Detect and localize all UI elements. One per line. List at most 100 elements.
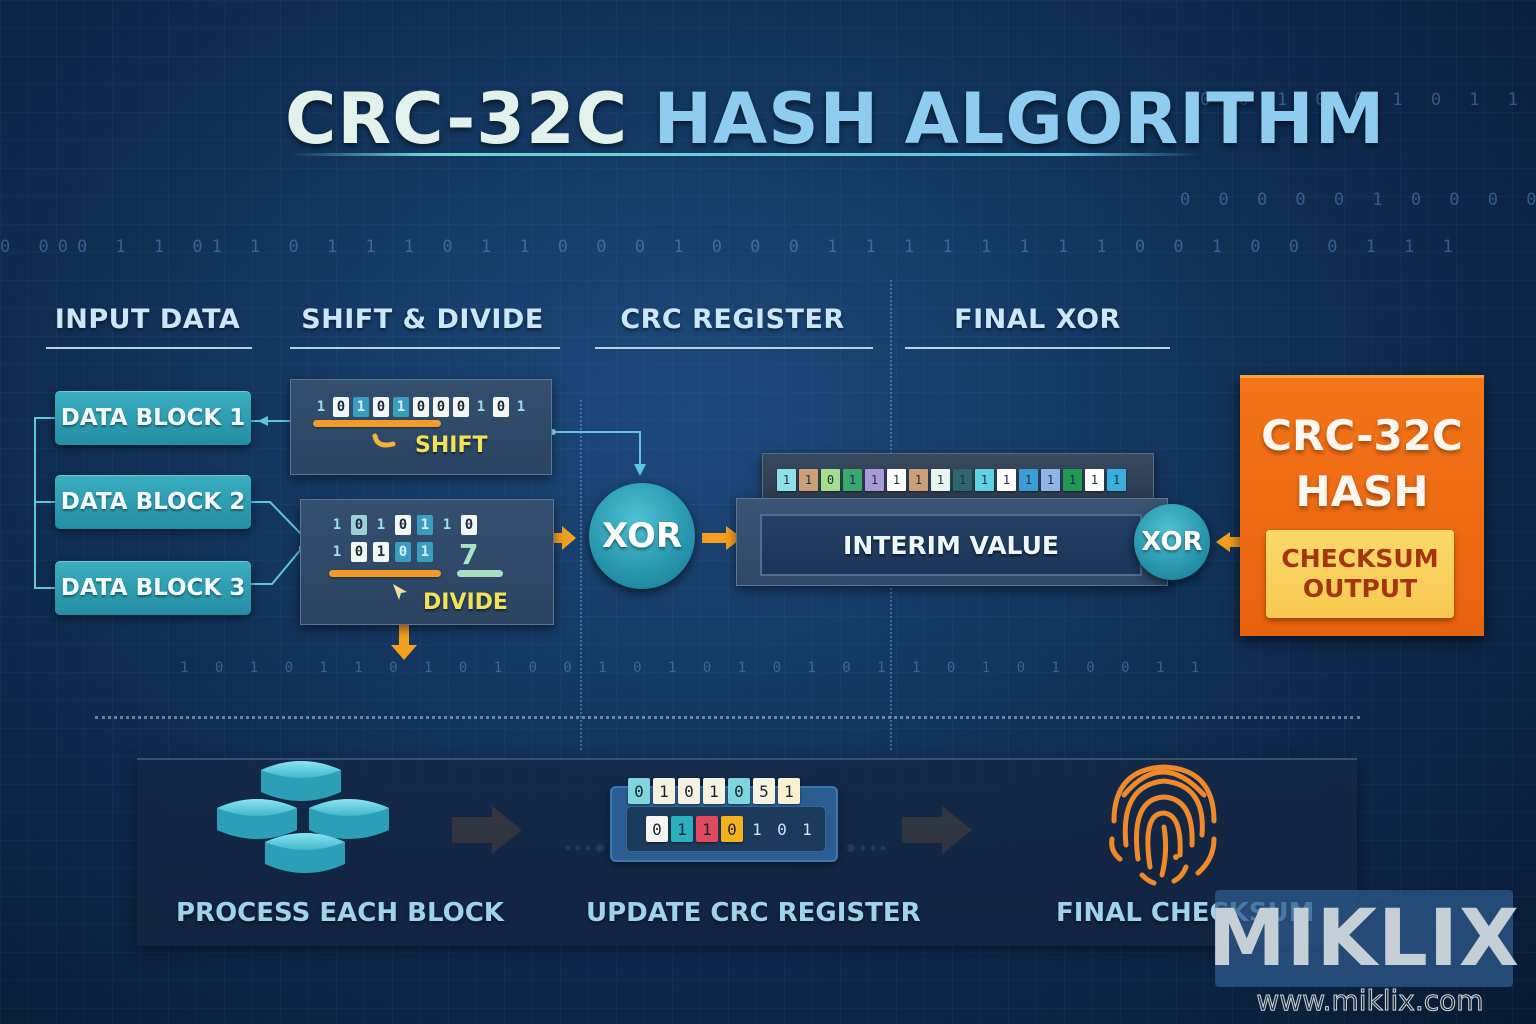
divide-label: DIVIDE [423,590,508,615]
data-block-3[interactable]: DATA BLOCK 3 [55,561,251,615]
block3-to-divide-line [245,547,303,585]
checksum-line1: CHECKSUM [1281,544,1439,573]
register-tile: 0 [628,778,650,804]
register-cell: 1 [997,469,1016,491]
register-tile: 1 [671,816,693,842]
register-cell: 1 [1107,469,1126,491]
section-divider [95,716,1360,719]
title-part2: HASH ALGORITHM [653,78,1386,160]
bit-cell: 1 [417,542,433,562]
column-rule [905,347,1170,349]
hash-title-line2: HASH [1295,467,1429,516]
bit-cell: 1 [332,544,342,560]
shift-to-xor-line [553,431,641,470]
bit-cell: 1 [516,399,526,415]
arrow-right-icon [702,526,742,550]
bit-cell: 0 [373,397,389,417]
title-underline [290,153,1200,156]
register-cell: 1 [975,469,994,491]
bit-cell: 1 [393,397,409,417]
fingerprint-icon [1109,764,1217,886]
interim-value-label: INTERIM VALUE [843,530,1059,560]
register-cell: 1 [1063,469,1082,491]
background-binary: 0 0 1 0 0 1 0 1 1 1 0 1 0 0 1 1 1 0 1 [1200,90,1536,110]
shift-label: SHIFT [415,433,488,458]
bit-cell: 1 [476,399,486,415]
interim-value-box: INTERIM VALUE [760,514,1142,576]
register-cell: 1 [799,469,818,491]
register-tile: 0 [721,816,743,842]
hash-title-line1: CRC-32C [1261,411,1463,460]
step-label-update: UPDATE CRC REGISTER [586,898,921,928]
register-tile: 1 [802,819,812,839]
data-block-2[interactable]: DATA BLOCK 2 [55,475,251,529]
register-tile: 0 [678,778,700,804]
bit-cell: 0 [453,397,469,417]
bit-cell: 1 [373,542,389,562]
register-cell: 1 [931,469,950,491]
data-block-1[interactable]: DATA BLOCK 1 [55,391,251,445]
curved-arrow-icon [372,433,396,448]
bit-cell: 0 [351,542,367,562]
divide-bar [329,570,441,577]
divide-result: 7 [459,538,479,571]
arrow-down-icon [391,625,417,660]
register-cell: 1 [953,469,972,491]
register-tile: 1 [778,778,800,804]
page-title: CRC-32C HASH ALGORITHM [285,78,1385,160]
column-header-crc-register: CRC REGISTER [620,304,845,335]
register-cell: 1 [843,469,862,491]
bit-cell: 0 [493,397,509,417]
register-cell: 1 [1041,469,1060,491]
register-tile: 1 [653,778,675,804]
cursor-icon [393,584,407,600]
arrowhead-icon [634,464,646,476]
bit-cell: 1 [417,515,433,535]
register-tile: 0 [728,778,750,804]
register-tile: 5 [753,778,775,804]
bit-cell: 1 [332,517,342,533]
register-cell: 1 [777,469,796,491]
register-tile: 0 [646,816,668,842]
block2-to-divide-line [245,501,303,536]
bit-cell: 1 [376,517,386,533]
register-cell: 1 [1085,469,1104,491]
column-header-shift-divide: SHIFT & DIVIDE [301,304,544,335]
register-cell: 1 [909,469,928,491]
arrowhead-icon [258,416,268,426]
shift-bar [313,420,441,427]
bit-cell: 0 [461,515,477,535]
bit-cell: 1 [353,397,369,417]
bit-cell: 0 [395,542,411,562]
bit-cell: 0 [351,515,367,535]
register-tile: 1 [703,778,725,804]
register-cell: 1 [1019,469,1038,491]
background-binary: 0 000 1 1 01 1 0 1 1 1 0 1 1 0 0 0 1 0 0… [0,237,1462,257]
register-tile: 0 [777,819,787,839]
divider-line [580,400,582,750]
hash-title: CRC-32C HASH [1240,408,1484,520]
column-rule [46,347,252,349]
bit-cell: 0 [333,397,349,417]
miklix-watermark: MIKLIX [1208,890,1519,987]
step-label-process: PROCESS EACH BLOCK [176,898,504,928]
column-header-input-data: INPUT DATA [54,304,241,335]
bit-cell: 1 [442,517,452,533]
crc32c-hash-box: CRC-32C HASH CHECKSUM OUTPUT [1240,375,1484,636]
register-cell: 1 [865,469,884,491]
register-cell: 1 [887,469,906,491]
register-tile: 1 [696,816,718,842]
register-tile: 1 [752,819,762,839]
watermark-url[interactable]: www.miklix.com [1256,984,1484,1018]
xor-node-final[interactable]: XOR [1134,504,1210,580]
xor-node-main[interactable]: XOR [589,483,695,589]
checksum-output-box: CHECKSUM OUTPUT [1266,530,1454,618]
